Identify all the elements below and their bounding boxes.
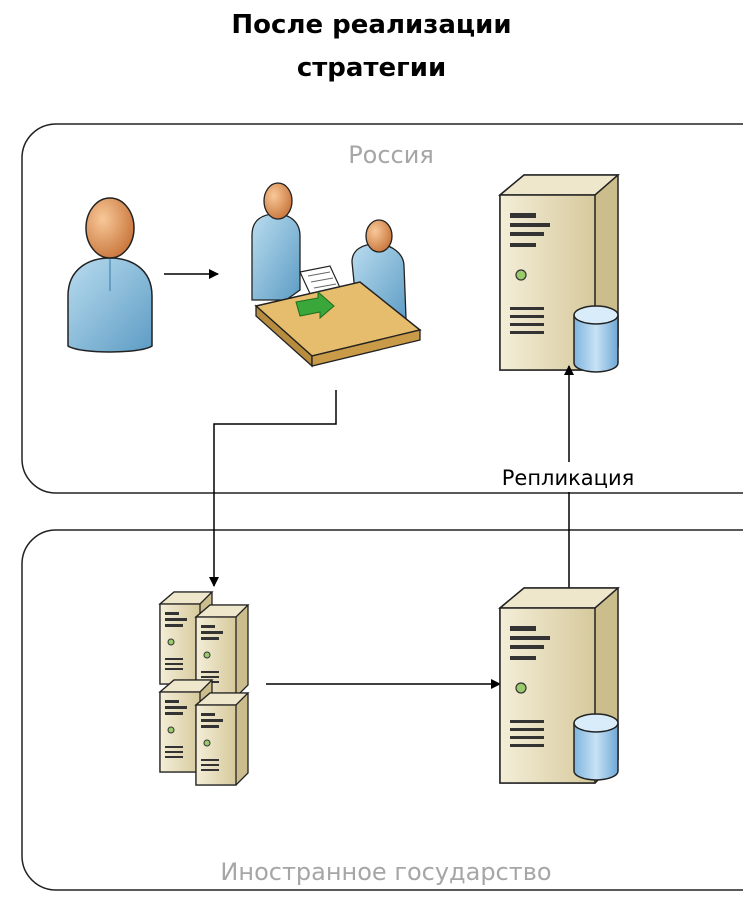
consultation-desk-icon [251, 182, 422, 368]
title-line-2: стратегии [296, 53, 447, 83]
region-foreign-state [21, 529, 743, 891]
region-foreign-label: Иностранное государство [220, 858, 551, 886]
server-cluster-icon [159, 591, 249, 786]
russia-database-server-icon [499, 174, 619, 373]
user-icon [67, 197, 153, 353]
replication-label-bg [486, 462, 651, 492]
region-russia [21, 123, 743, 494]
region-russia-label: Россия [348, 141, 434, 169]
diagram-title: После реализации стратегии [0, 4, 743, 90]
foreign-database-server-icon [499, 587, 619, 784]
arrow-consultation-to-cluster [209, 390, 337, 587]
replication-label: Репликация [502, 466, 635, 490]
title-line-1: После реализации [231, 10, 512, 40]
